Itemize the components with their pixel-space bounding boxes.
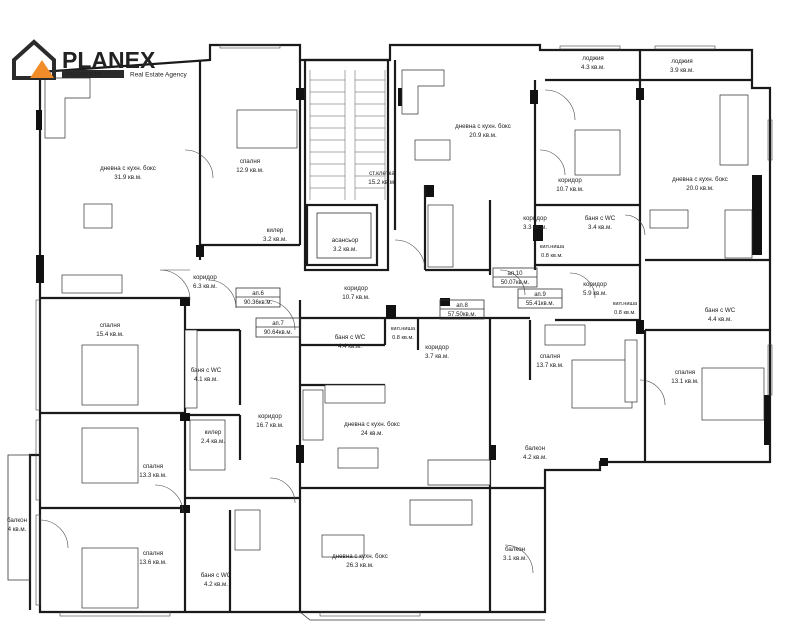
structural-columns: [36, 88, 770, 513]
room-11-name: баня с WC: [201, 572, 232, 579]
room-2-area: 12.9 кв.м.: [236, 167, 264, 174]
room-16-area: 10.7 кв.м.: [556, 186, 584, 193]
room-24-name: кил.ниша: [613, 301, 638, 307]
room-31-area: 16.7 кв.м.: [256, 422, 284, 429]
room-29-area: 13.7 кв.м.: [536, 362, 564, 369]
apartment-6-name: ап.6: [252, 291, 264, 297]
logo-subtitle-right: Real Estate Agency: [130, 72, 187, 79]
room-21-name: дневна с кухн. бокс: [672, 176, 728, 183]
room-1-area: 31.9 кв.м.: [114, 174, 142, 181]
room-13-name: ст.клетка: [369, 170, 395, 177]
staircase: [309, 70, 386, 259]
room-35-area: 3.1 кв.м.: [503, 555, 527, 562]
internal-walls: [40, 50, 770, 612]
room-3-name: килер: [267, 227, 284, 234]
planex-logo: PLANEX PROPERTY Real Estate Agency: [12, 39, 187, 80]
room-13-area: 15.2 кв.м.: [368, 179, 396, 186]
room-2-name: спалня: [240, 158, 260, 165]
room-1-name: дневна с кухн. бокс: [100, 165, 156, 172]
apartment-8-area: 57.50кв.м.: [448, 312, 477, 318]
room-22-area: 0.8 кв.м.: [541, 253, 563, 259]
room-24-area: 0.8 кв.м.: [614, 310, 636, 316]
room-19-area: 4.3 кв.м.: [581, 64, 605, 71]
apartment-8-name: ап.8: [456, 303, 468, 309]
room-25-area: 4.4 кв.м.: [708, 316, 732, 323]
room-21-area: 20.0 кв.м.: [686, 185, 714, 192]
room-20-area: 3.9 кв.м.: [670, 67, 694, 74]
room-34-name: дневна с кухн. бокс: [332, 553, 388, 560]
room-31-name: коридор: [258, 413, 282, 420]
room-34-area: 26.3 кв.м.: [346, 562, 374, 569]
room-30-area: 13.1 кв.м.: [671, 378, 699, 385]
room-17-name: коридор: [523, 215, 547, 222]
room-28-area: 3.7 кв.м.: [425, 353, 449, 360]
room-18-area: 3.4 кв.м.: [588, 224, 612, 231]
room-8-name: спалня: [143, 463, 163, 470]
room-5-name: спалня: [100, 322, 120, 329]
room-4-area: 6.3 кв.м.: [193, 283, 217, 290]
room-30-name: спалня: [675, 369, 695, 376]
room-25-name: баня с WC: [705, 307, 736, 314]
room-26-area: 4.4 кв.м.: [338, 343, 362, 350]
room-labels: дневна с кухн. бокс 31.9 кв.м. спалня 12…: [7, 55, 736, 588]
apartment-9-area: 55.41кв.м.: [526, 301, 555, 307]
apartment-10-area: 50.07кв.м.: [501, 280, 530, 286]
apartment-9-name: ап.9: [534, 292, 546, 298]
room-4-name: коридор: [193, 274, 217, 281]
room-7-name: килер: [205, 429, 222, 436]
room-32-name: дневна с кухн. бокс: [344, 421, 400, 428]
door-swings: [39, 89, 666, 574]
room-22-name: кил.ниша: [540, 244, 565, 250]
room-18-name: баня с WC: [585, 215, 616, 222]
room-15-name: коридор: [344, 285, 368, 292]
room-17-area: 3.3 кв.м.: [523, 224, 547, 231]
room-26-name: баня с WC: [335, 334, 366, 341]
room-14-name: дневна с кухн. бокс: [455, 123, 511, 130]
room-12-name: асансьор: [332, 237, 359, 244]
room-5-area: 15.4 кв.м.: [96, 331, 124, 338]
apartment-6-area: 90.36кв.м.: [244, 300, 273, 306]
room-33-area: 4.2 кв.м.: [523, 454, 547, 461]
room-33-name: балкон: [525, 445, 545, 452]
furniture: [44, 69, 765, 609]
room-14-area: 20.9 кв.м.: [469, 132, 497, 139]
room-9-name: балкон: [7, 517, 27, 524]
apartment-7-name: ап.7: [272, 321, 284, 327]
outer-walls: [7, 43, 772, 621]
room-32-area: 24 кв.м.: [361, 430, 384, 437]
logo-subtitle-left: PROPERTY: [66, 72, 102, 79]
room-35-name: балкон: [505, 546, 525, 553]
room-28-name: коридор: [425, 344, 449, 351]
room-20-name: лоджия: [671, 58, 693, 65]
room-6-area: 4.1 кв.м.: [194, 376, 218, 383]
apartment-10-name: ап.10: [508, 271, 524, 277]
windows: [35, 44, 773, 617]
room-19-name: лоджия: [582, 55, 604, 62]
room-3-area: 3.2 кв.м.: [263, 236, 287, 243]
room-11-area: 4.2 кв.м.: [204, 581, 228, 588]
room-12-area: 3.2 кв.м.: [333, 246, 357, 253]
room-8-area: 13.3 кв.м.: [139, 472, 167, 479]
apartment-7-area: 90.64кв.м.: [264, 330, 293, 336]
room-16-name: коридор: [558, 177, 582, 184]
room-29-name: спалня: [540, 353, 560, 360]
room-15-area: 10.7 кв.м.: [342, 294, 370, 301]
room-23-area: 5.9 кв.м.: [583, 290, 607, 297]
apartment-tags: ап.6 90.36кв.м. ап.7 90.64кв.м. ап.8 57.…: [235, 267, 563, 338]
room-6-name: баня с WC: [191, 367, 222, 374]
room-10-area: 13.6 кв.м.: [139, 559, 167, 566]
room-7-area: 2.4 кв.м.: [201, 438, 225, 445]
logo-brand: PLANEX: [62, 47, 156, 73]
room-10-name: спалня: [143, 550, 163, 557]
room-27-name: кил.ниша: [391, 326, 416, 332]
room-27-area: 0.8 кв.м.: [392, 335, 414, 341]
room-23-name: коридор: [583, 281, 607, 288]
room-9-area: 4 кв.м.: [8, 526, 27, 533]
